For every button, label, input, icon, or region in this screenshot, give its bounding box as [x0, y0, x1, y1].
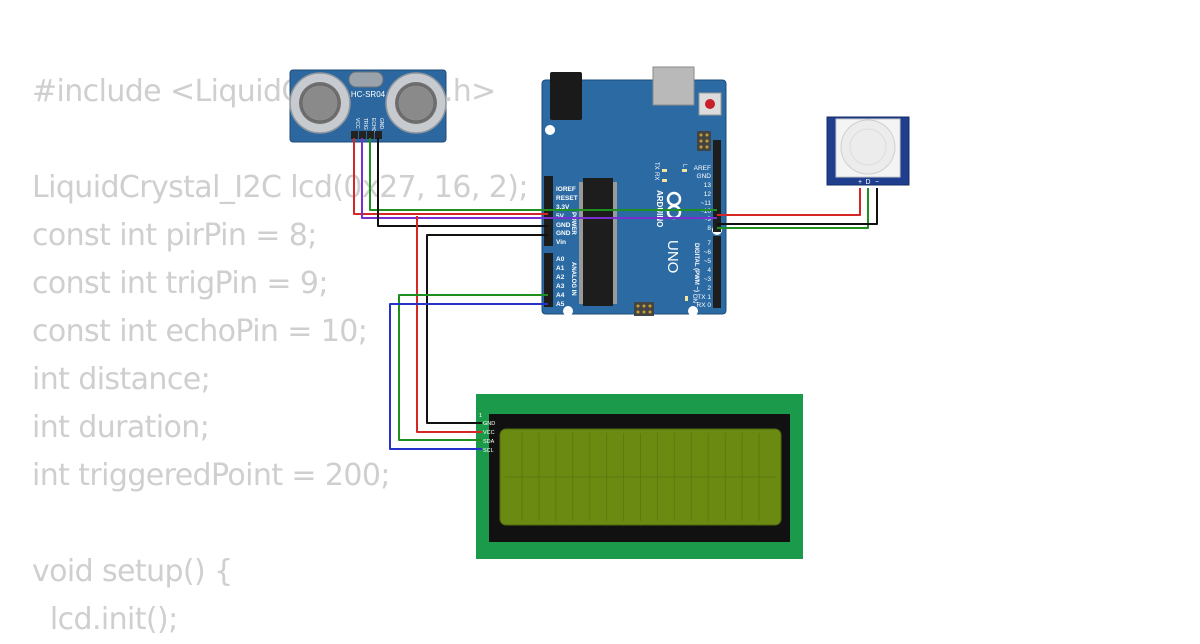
arduino-uno-board[interactable]: AREF GND 13 12 ~11 ~10 ~9 8 7 ~6 ~5 4 ~3… — [541, 66, 727, 316]
digital-label-7: 7 — [707, 240, 711, 247]
arduino-model-label: UNO — [664, 240, 681, 273]
icsp-header-top — [697, 131, 711, 151]
wire-lcd-gnd[interactable] — [426, 234, 548, 424]
analog-label-a3: A3 — [556, 283, 565, 290]
power-label-vin: Vin — [556, 239, 566, 246]
analog-label-a5: A5 — [556, 301, 565, 308]
code-line: int distance; — [32, 362, 211, 397]
wire-pir-vcc[interactable] — [717, 188, 861, 216]
wire-ultrasonic-trig[interactable] — [361, 138, 717, 219]
digital-label-0: RX 0 — [697, 302, 712, 309]
lcd-pin-sda: SDA — [483, 439, 495, 445]
code-line: const int echoPin = 10; — [32, 314, 368, 349]
power-title: POWER — [570, 212, 576, 235]
digital-label-2: 2 — [707, 285, 711, 292]
arduino-brand-label: ARDUINO — [655, 190, 664, 227]
wire-lcd-sda[interactable] — [398, 294, 548, 441]
code-line: void setup() { — [32, 554, 233, 589]
wire-ultrasonic-vcc[interactable] — [353, 138, 548, 215]
wire-pir-signal[interactable] — [717, 188, 869, 229]
digital-header — [713, 140, 721, 308]
analog-header — [544, 253, 553, 307]
lcd-pin-vcc: VCC — [483, 430, 495, 436]
transducer-right — [385, 72, 447, 134]
digital-pin-labels: AREF GND 13 12 ~11 ~10 ~9 8 7 ~6 ~5 4 ~3… — [694, 165, 712, 309]
lcd-display[interactable]: 1 GND VCC SDA SCL — [476, 394, 803, 559]
digital-label-6: ~6 — [704, 249, 712, 256]
analog-pin-labels: A0 A1 A2 A3 A4 A5 — [556, 256, 565, 308]
pir-dome — [840, 119, 896, 175]
power-label-5v: 5V — [556, 213, 565, 220]
pir-pin-minus: − — [875, 179, 879, 186]
power-label-reset: RESET — [556, 195, 578, 202]
power-label-gnd2: GND — [556, 230, 571, 237]
lcd-character-grid — [505, 433, 776, 521]
pin-label-echo: ECHO — [370, 118, 376, 133]
pir-pin-d: D — [865, 179, 870, 186]
wires — [353, 138, 878, 450]
wire-ultrasonic-gnd[interactable] — [377, 138, 548, 227]
pir-pin-plus: + — [858, 179, 862, 186]
icsp-header-bottom — [634, 302, 654, 316]
analog-title: ANALOG IN — [570, 262, 576, 296]
lcd-pin-one-marker: 1 — [479, 413, 482, 419]
circuit-diagram: HC-SR04 VCC TRIG ECHO GND — [289, 66, 910, 559]
digital-label-3: ~3 — [704, 276, 712, 283]
digital-title: DIGITAL (PWM ~) — [693, 243, 699, 292]
status-leds — [662, 169, 688, 301]
digital-label-9: ~9 — [704, 216, 712, 223]
wire-lcd-scl[interactable] — [389, 303, 548, 450]
analog-label-a2: A2 — [556, 274, 565, 281]
rx-led-label: RX — [653, 172, 659, 180]
wire-pir-gnd[interactable] — [717, 188, 878, 225]
l-led-label: L — [681, 164, 687, 168]
code-line: LiquidCrystal_I2C lcd(0x27, 16, 2); — [32, 170, 528, 205]
code-line: int duration; — [32, 410, 210, 445]
transducer-left — [289, 72, 351, 134]
digital-label-11: ~11 — [700, 200, 711, 207]
power-pin-labels: IOREF RESET 3.3V 5V GND GND Vin — [556, 186, 578, 246]
digital-label-13: 13 — [704, 182, 712, 189]
tx-led-label: TX — [653, 162, 659, 170]
usb-connector — [652, 66, 695, 106]
power-label-ioref: IOREF — [556, 186, 576, 193]
wire-lcd-vcc[interactable] — [416, 216, 482, 433]
code-line: const int trigPin = 9; — [32, 266, 329, 301]
pin-label-trig: TRIG — [362, 118, 368, 130]
digital-label-1: TX 1 — [697, 294, 711, 301]
microcontroller-chip — [579, 178, 617, 306]
lcd-pin-gnd: GND — [483, 421, 495, 427]
reset-button[interactable] — [705, 99, 715, 109]
lcd-pin-scl: SCL — [483, 448, 494, 454]
wire-ultrasonic-echo[interactable] — [369, 138, 717, 211]
ultrasonic-model-label: HC-SR04 — [351, 90, 386, 99]
on-led-label: ON — [691, 294, 697, 303]
pin-label-gnd: GND — [378, 118, 384, 130]
ultrasonic-pin-labels: VCC TRIG ECHO GND — [354, 118, 384, 133]
ultrasonic-header — [351, 131, 382, 139]
pin-label-vcc: VCC — [354, 118, 360, 129]
code-line: int triggeredPoint = 200; — [32, 458, 390, 493]
digital-label-12: 12 — [704, 191, 712, 198]
ultrasonic-sensor[interactable]: HC-SR04 VCC TRIG ECHO GND — [289, 69, 447, 143]
code-line: const int pirPin = 8; — [32, 218, 317, 253]
digital-label-10: ~10 — [700, 208, 711, 215]
pir-sensor[interactable]: + D − — [826, 116, 910, 186]
lcd-pin-labels: 1 GND VCC SDA SCL — [479, 413, 495, 454]
digital-label-aref: AREF — [694, 165, 711, 172]
digital-label-gnd: GND — [697, 173, 712, 180]
analog-label-a0: A0 — [556, 256, 565, 263]
digital-label-4: 4 — [707, 267, 711, 274]
analog-label-a1: A1 — [556, 265, 565, 272]
analog-label-a4: A4 — [556, 292, 565, 299]
digital-label-8: 8 — [707, 225, 711, 232]
digital-label-5: ~5 — [704, 258, 712, 265]
power-label-gnd1: GND — [556, 222, 571, 229]
power-jack — [550, 72, 582, 120]
pir-pin-labels: + D − — [858, 179, 879, 186]
power-label-3v3: 3.3V — [556, 204, 570, 211]
